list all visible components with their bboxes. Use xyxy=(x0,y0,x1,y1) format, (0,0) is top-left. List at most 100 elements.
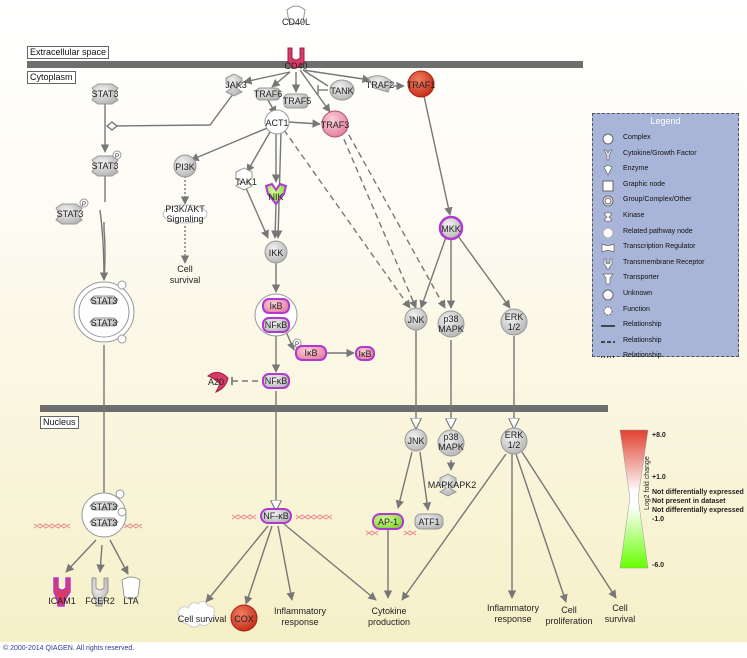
inflammatory-response-node-2[interactable]: Inflammatory response xyxy=(487,603,540,624)
jnk-nuclear-node[interactable]: JNK xyxy=(404,428,428,452)
erk-cyto-label-1: ERK xyxy=(505,312,524,322)
traf5-node[interactable]: TRAF5 xyxy=(283,93,312,109)
legend-item-label: Unknown xyxy=(623,290,653,297)
nfkb-nuc-label: NF-κB xyxy=(263,511,289,521)
legend-item-label: Transporter xyxy=(623,274,659,282)
lta-label: LTA xyxy=(123,596,138,606)
ikb-nfkb-complex[interactable]: IκB NFκB xyxy=(254,293,298,337)
legend-item-label: Transmembrane Receptor xyxy=(623,258,705,266)
ap1-node[interactable]: AP-1 xyxy=(372,513,404,530)
scale-nd2-label: Not differentially expressed xyxy=(652,507,744,514)
stat3-nuc-top-label: STAT3 xyxy=(91,502,118,512)
traf6-node[interactable]: TRAF6 xyxy=(254,87,283,101)
graphic-node-icon xyxy=(601,179,615,192)
jnk-cyto-node[interactable]: JNK xyxy=(404,307,428,331)
cytokine-icon xyxy=(601,148,615,160)
scale-plus1-label: +1.0 xyxy=(652,474,666,481)
jak3-node[interactable]: JAK3 xyxy=(225,73,247,97)
scale-bottom-label: -6.0 xyxy=(652,562,665,569)
erk12-cyto-node[interactable]: ERK 1/2 xyxy=(500,308,528,336)
stat3-label-c: STAT3 xyxy=(57,209,84,219)
fcer2-node[interactable]: FCER2 xyxy=(85,577,115,607)
inflammatory-response-node-1[interactable]: Inflammatory response xyxy=(274,606,327,627)
legend-item-label: Kinase xyxy=(623,212,645,219)
p38-nuc-label-1: p38 xyxy=(443,432,458,442)
atf1-label: ATF1 xyxy=(418,517,439,527)
legend-item-label: Relationship xyxy=(623,321,662,329)
lta-node[interactable]: LTA xyxy=(121,576,141,606)
cox-node[interactable]: COX xyxy=(230,604,258,632)
p38-mapk-nuclear-node[interactable]: p38 MAPK xyxy=(437,429,465,457)
mapkapk2-node[interactable]: MAPKAPK2 xyxy=(428,473,477,497)
cell-survival-cyto-label-1: Cell xyxy=(177,264,193,274)
legend-item-label: Transcription Regulator xyxy=(623,243,696,251)
cell-prolif-label-a: Cell xyxy=(561,605,577,615)
mkk-node[interactable]: MKK xyxy=(438,215,464,241)
stat3-nuclear-dimer[interactable]: STAT3 STAT3 xyxy=(81,489,127,538)
traf2-node[interactable]: TRAF2 xyxy=(366,75,395,93)
traf1-label: TRAF1 xyxy=(407,80,436,90)
stat3-node-a[interactable]: STAT3 xyxy=(91,83,119,105)
pi3k-akt-signaling-node[interactable]: PI3K/AKT Signaling xyxy=(162,204,208,224)
nik-node[interactable]: NIK xyxy=(264,182,288,206)
a20-node[interactable]: A20 xyxy=(206,372,229,393)
cytokine-prod-label-b: production xyxy=(368,617,410,627)
cytoplasm-label: Cytoplasm xyxy=(27,71,76,84)
function-icon xyxy=(601,304,615,316)
act1-node[interactable]: ACT1 xyxy=(264,109,290,135)
stat3-node-b[interactable]: STAT3 P xyxy=(91,150,122,177)
cd40l-label: CD40L xyxy=(282,17,310,27)
cell-survival-cyto-node[interactable]: Cell survival xyxy=(170,264,201,285)
unknown-icon xyxy=(601,288,615,301)
dashed-line-icon xyxy=(601,335,615,347)
svg-text:P: P xyxy=(295,342,299,348)
erk12-nuclear-node[interactable]: ERK 1/2 xyxy=(500,427,528,455)
kinase-icon xyxy=(601,210,615,223)
scale-minus1-label: -1.0 xyxy=(652,516,665,523)
stat3-dimer-complex[interactable]: STAT3 STAT3 xyxy=(73,280,135,344)
cd40-node[interactable]: CD40 xyxy=(284,47,308,71)
pi3k-node[interactable]: PI3K xyxy=(173,154,197,178)
nucleus-label: Nucleus xyxy=(40,416,79,429)
ikb-phospho-node[interactable]: P IκB xyxy=(292,338,327,361)
icam1-label: ICAM1 xyxy=(48,596,76,606)
cox-label: COX xyxy=(234,614,254,624)
tak1-node[interactable]: TAK1 xyxy=(235,167,257,191)
cd40l-node[interactable]: CD40L xyxy=(282,5,310,27)
cell-proliferation-node[interactable]: Cell proliferation xyxy=(545,605,592,626)
cytokine-production-node[interactable]: Cytokine production xyxy=(368,606,410,627)
ikk-label: IKK xyxy=(269,248,284,258)
tak1-label: TAK1 xyxy=(235,177,257,187)
relationship-edges xyxy=(65,69,617,605)
dotted-line-icon xyxy=(601,350,615,362)
traf3-node[interactable]: TRAF3 xyxy=(321,110,350,138)
stat3-dimer-top-label: STAT3 xyxy=(91,296,118,306)
cell-survival-cyto-label-2: survival xyxy=(170,275,201,285)
icam1-node[interactable]: ICAM1 xyxy=(48,577,76,607)
nfkb-nuclear-node[interactable]: NF-κB xyxy=(260,508,292,524)
legend-item-label: Function xyxy=(623,305,650,313)
ikb-degraded-node[interactable]: IκB xyxy=(355,346,375,361)
fold-change-scale-bar xyxy=(619,429,649,569)
traf3-label: TRAF3 xyxy=(321,120,350,130)
nfkb-cyto-node[interactable]: NFκB xyxy=(262,373,290,389)
traf6-label: TRAF6 xyxy=(254,89,283,99)
cell-survival-outcome-node[interactable]: Cell survival xyxy=(177,600,227,628)
dna-strand-stat3 xyxy=(33,523,143,529)
cell-survival-node-2[interactable]: Cell survival xyxy=(605,603,636,624)
stat3-label-a: STAT3 xyxy=(92,89,119,99)
erk-cyto-label-2: 1/2 xyxy=(508,322,521,332)
p38-mapk-cyto-node[interactable]: p38 MAPK xyxy=(437,310,465,338)
tank-node[interactable]: TANK xyxy=(329,79,355,101)
atf1-node[interactable]: ATF1 xyxy=(414,513,444,530)
complex-icon xyxy=(601,132,615,145)
traf1-node[interactable]: TRAF1 xyxy=(407,70,436,98)
inflam-resp-2-label-a: Inflammatory xyxy=(487,603,540,613)
tank-label: TANK xyxy=(330,86,353,96)
scale-top-label: +8.0 xyxy=(652,432,666,439)
stat3-node-c[interactable]: STAT3 P xyxy=(55,198,89,225)
traf2-label: TRAF2 xyxy=(366,80,395,90)
ikk-node[interactable]: IKK xyxy=(264,240,288,264)
